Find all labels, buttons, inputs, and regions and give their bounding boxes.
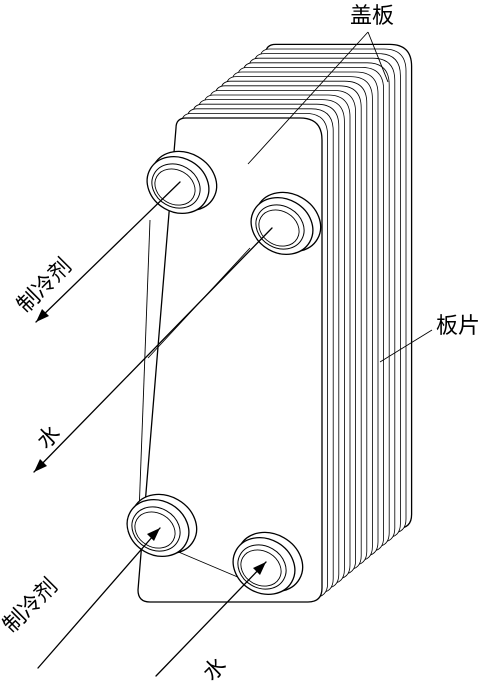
refrigerant-outlet-port — [126, 493, 198, 557]
water-inlet-arrow — [33, 227, 273, 473]
refrigerant-outlet-arrow — [37, 527, 161, 669]
water-inlet-port — [250, 191, 322, 255]
plates-leader — [379, 329, 433, 363]
plates-label: 板片 — [436, 314, 481, 339]
cover-plate-label: 盖板 — [350, 4, 395, 29]
ports — [126, 150, 322, 595]
refrigerant-inlet-arrow — [35, 181, 181, 323]
water-outlet-arrow — [155, 561, 267, 677]
port-ring — [258, 209, 300, 247]
port-ring — [134, 511, 176, 549]
cover-plate-leader — [247, 31, 389, 165]
